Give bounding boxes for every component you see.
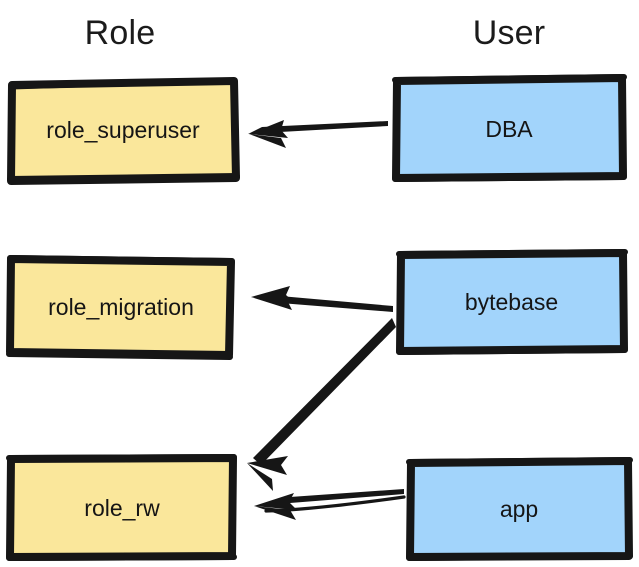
column-header-role: Role bbox=[84, 14, 156, 52]
node-role-rw[interactable]: role_rw bbox=[6, 454, 237, 561]
edge-app-to-role-rw bbox=[254, 489, 406, 520]
column-header-user: User bbox=[472, 14, 546, 52]
edge-dba-to-role-superuser bbox=[248, 120, 388, 148]
node-role-migration[interactable]: role_migration bbox=[6, 255, 235, 360]
edge-bytebase-to-role-rw bbox=[247, 318, 396, 491]
node-role-superuser[interactable]: role_superuser bbox=[7, 77, 240, 185]
node-label: role_superuser bbox=[46, 117, 200, 143]
edge-bytebase-to-role-migration bbox=[251, 286, 393, 312]
node-label: DBA bbox=[485, 115, 533, 142]
node-bytebase[interactable]: bytebase bbox=[396, 249, 628, 355]
node-label: role_migration bbox=[48, 293, 194, 320]
node-dba[interactable]: DBA bbox=[392, 74, 627, 182]
node-label: bytebase bbox=[464, 289, 559, 315]
node-app[interactable]: app bbox=[406, 457, 633, 561]
node-label: app bbox=[499, 495, 539, 522]
node-label: role_rw bbox=[84, 494, 160, 521]
